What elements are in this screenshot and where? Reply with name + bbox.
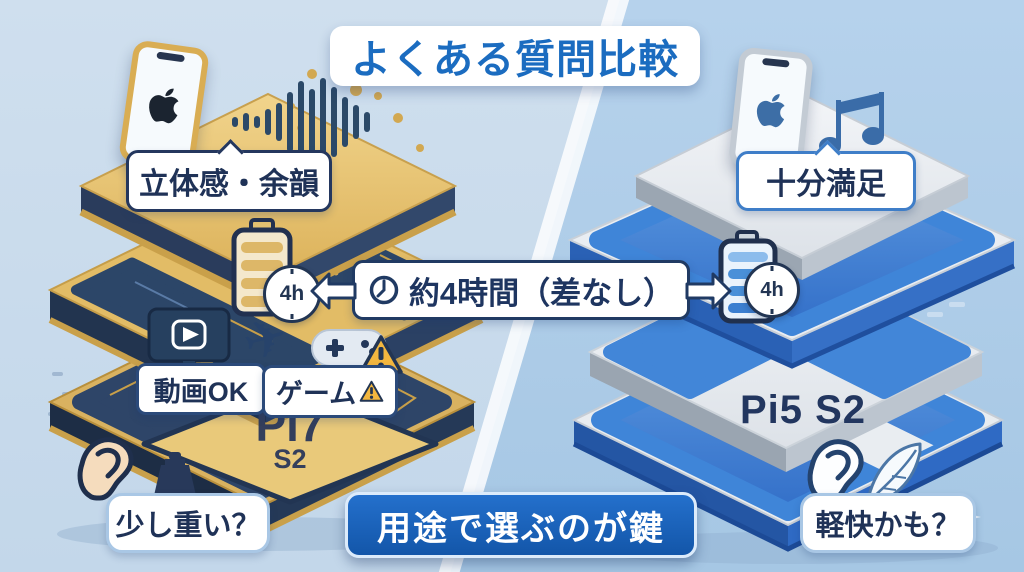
ambient-dashes-left	[48, 372, 73, 436]
bubble-sound-quality-text: 立体感・余韻	[139, 168, 319, 201]
bubble-lightweight-text: 軽快かも？	[815, 510, 961, 542]
label-video-ok: 動画OK	[136, 363, 266, 415]
warning-icon-small	[359, 380, 384, 402]
product-name-right: Pi5 S2	[739, 388, 867, 432]
label-game-warning: ゲーム	[262, 365, 398, 418]
battery-comparison-text: 約4時間（差なし）	[408, 275, 675, 311]
bubble-weight-concern: 少し重い？	[106, 493, 270, 553]
apple-logo-icon	[149, 88, 179, 124]
clock-icon	[369, 275, 399, 305]
battery-hours-right: 4h	[760, 278, 784, 301]
battery-hours-left: 4h	[279, 282, 305, 305]
label-video-ok-text: 動画OK	[153, 376, 249, 407]
battery-duration-badge-right: 4h	[744, 262, 800, 318]
phone-notch	[762, 57, 790, 68]
arrow-left-icon	[310, 272, 357, 310]
arrow-right-icon	[685, 272, 732, 310]
product-name-left-variant: S2	[273, 444, 307, 474]
bubble-weight-concern-text: 少し重い？	[115, 510, 261, 542]
battery-comparison-banner: 約4時間（差なし）	[310, 260, 732, 320]
apple-logo-icon	[756, 94, 785, 128]
footer-conclusion: 用途で選ぶのが鍵	[345, 492, 697, 558]
bubble-sound-quality: 立体感・余韻	[126, 139, 332, 212]
phone-notch	[156, 51, 186, 63]
page-title: よくある質問比較	[330, 26, 700, 86]
bubble-lightweight: 軽快かも？	[800, 493, 976, 553]
bubble-satisfaction: 十分満足	[736, 140, 916, 211]
label-game-text: ゲーム	[275, 379, 357, 409]
